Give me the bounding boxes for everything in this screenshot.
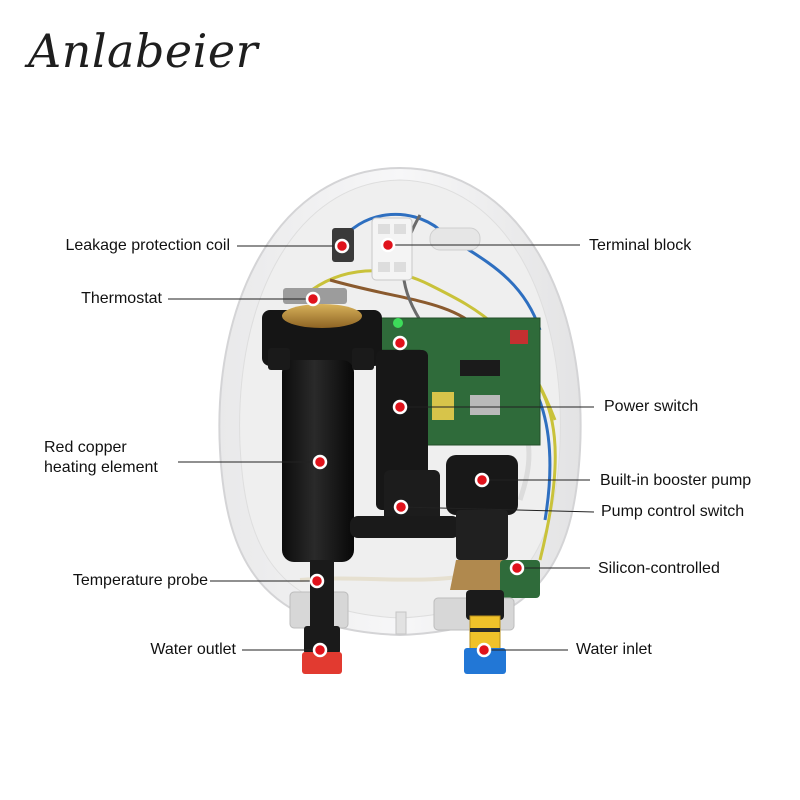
mounting-bracket <box>376 350 440 530</box>
water-outlet-part <box>302 560 342 674</box>
label-leakage-protection-coil: Leakage protection coil <box>65 237 230 254</box>
water-inlet-part <box>464 590 506 674</box>
marker-temperature-probe <box>309 573 325 589</box>
label-heating-line2: heating element <box>44 459 158 476</box>
label-power-switch: Power switch <box>604 398 699 415</box>
callout-markers <box>305 237 525 658</box>
leader-lines <box>168 244 595 651</box>
marker-water-inlet <box>476 642 492 658</box>
label-water-inlet: Water inlet <box>576 641 652 658</box>
marker-thermostat <box>305 291 321 307</box>
marker-heating-element <box>312 454 328 470</box>
marker-terminal-block <box>380 237 396 253</box>
label-built-in-booster-pump: Built-in booster pump <box>600 472 752 489</box>
marker-silicon-controlled <box>509 560 525 576</box>
connecting-pipe <box>350 516 460 538</box>
marker-pump-control-switch <box>393 499 409 515</box>
marker-power-switch <box>392 399 408 415</box>
label-heating-line1: Red copper <box>44 439 127 456</box>
marker-leakage-coil <box>334 238 350 254</box>
marker-power-switch-upper <box>392 335 408 351</box>
label-water-outlet: Water outlet <box>150 641 236 658</box>
pcb-board <box>371 317 541 446</box>
pipe-bracket <box>429 227 481 251</box>
marker-booster-pump <box>474 472 490 488</box>
bottom-tab <box>395 611 407 635</box>
marker-water-outlet <box>312 642 328 658</box>
label-red-copper-heating-element: Red copper heating element <box>44 438 204 478</box>
label-silicon-controlled: Silicon-controlled <box>598 560 720 577</box>
label-pump-control-switch: Pump control switch <box>601 503 745 520</box>
label-terminal-block: Terminal block <box>589 237 692 254</box>
label-thermostat: Thermostat <box>81 290 162 307</box>
brand-logo: Anlabeier <box>28 24 259 78</box>
label-temperature-probe: Temperature probe <box>72 572 208 589</box>
